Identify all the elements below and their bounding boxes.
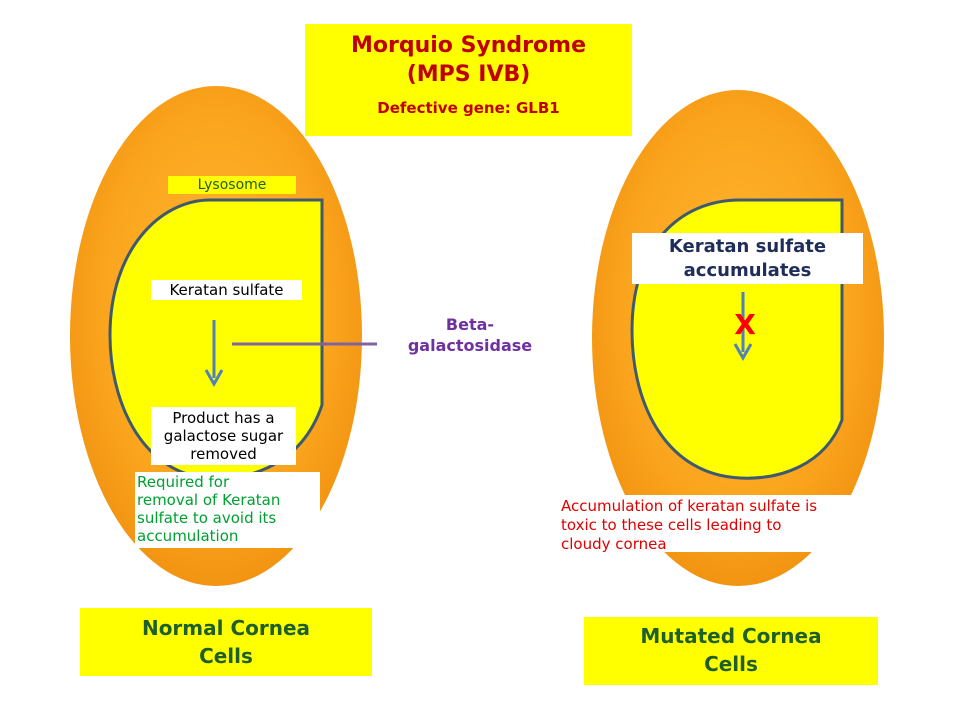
required-note-line-4: accumulation xyxy=(137,527,239,545)
keratan-sulfate-normal-label: Keratan sulfate xyxy=(151,280,302,300)
normal-cells-caption: Normal Cornea Cells xyxy=(80,608,372,676)
enzyme-label: Beta- galactosidase xyxy=(395,314,545,358)
mutated-cells-caption: Mutated Cornea Cells xyxy=(584,617,878,685)
required-note-line-1: Required for xyxy=(137,473,230,491)
keratan-sulfate-accumulates-label: Keratan sulfate accumulates xyxy=(632,233,863,284)
toxicity-note-line-2: toxic to these cells leading to xyxy=(561,516,782,534)
toxicity-note-line-1: Accumulation of keratan sulfate is xyxy=(561,497,818,515)
product-line-1: Product has a xyxy=(172,409,275,427)
required-note: Required for removal of Keratan sulfate … xyxy=(135,472,320,548)
required-note-line-3: sulfate to avoid its xyxy=(137,509,277,527)
enzyme-line-1: Beta- xyxy=(445,315,495,334)
enzyme-line-2: galactosidase xyxy=(407,336,533,355)
normal-reaction-arrow xyxy=(204,320,224,388)
defective-gene-label: Defective gene: GLB1 xyxy=(377,99,560,117)
lysosome-label: Lysosome xyxy=(168,176,296,194)
accumulates-line-2: accumulates xyxy=(683,260,812,281)
toxicity-note-line-3: cloudy cornea xyxy=(561,535,667,553)
title-line-1: Morquio Syndrome xyxy=(351,33,586,58)
mutated-caption-line-2: Cells xyxy=(704,652,758,676)
product-label: Product has a galactose sugar removed xyxy=(151,407,296,465)
accumulates-line-1: Keratan sulfate xyxy=(668,236,827,257)
title-line-2: (MPS IVB) xyxy=(406,62,531,87)
product-line-3: removed xyxy=(190,445,257,463)
normal-caption-line-1: Normal Cornea xyxy=(141,616,311,640)
normal-caption-line-2: Cells xyxy=(199,644,253,668)
mutated-caption-line-1: Mutated Cornea xyxy=(640,624,822,648)
product-line-2: galactose sugar xyxy=(163,427,284,445)
toxicity-note: Accumulation of keratan sulfate is toxic… xyxy=(558,495,876,553)
title-box: Morquio Syndrome (MPS IVB) Defective gen… xyxy=(305,24,632,136)
blocked-reaction-mark: X xyxy=(734,308,756,341)
required-note-line-2: removal of Keratan xyxy=(137,491,281,509)
mutated-reaction-arrow xyxy=(733,292,753,362)
